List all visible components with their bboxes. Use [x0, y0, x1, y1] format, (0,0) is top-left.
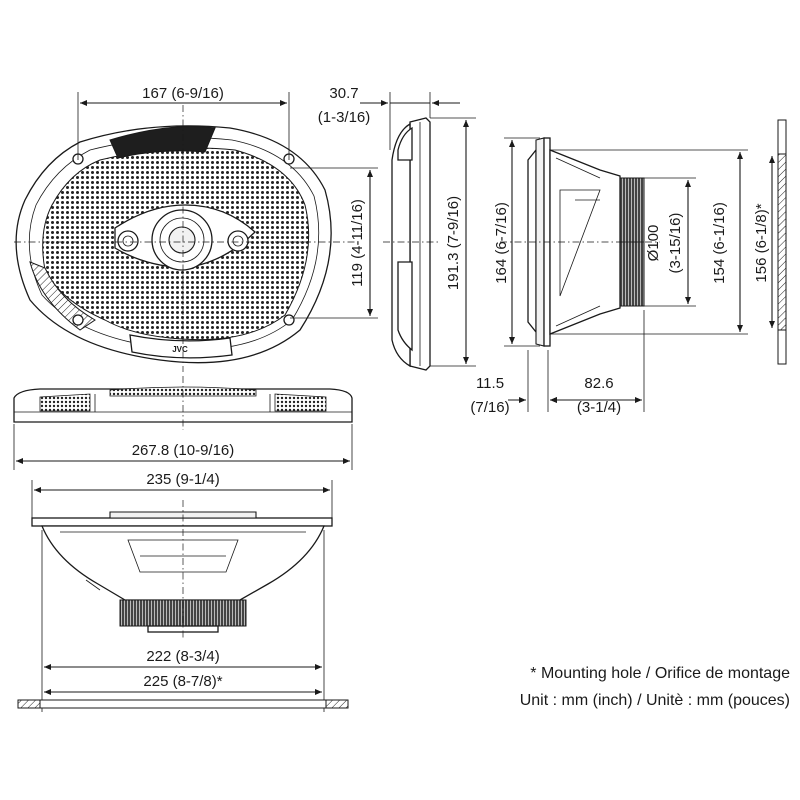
dimension-11-5: 11.5 (7/16): [470, 375, 568, 416]
dimension-label-82-6-inch: (3-1/4): [577, 399, 621, 416]
dimension-label-222: 222 (8-3/4): [146, 648, 219, 665]
dimension-label-11-5: 11.5: [476, 375, 504, 392]
mounting-board: [17, 699, 349, 709]
dimension-label-30-7-inch: (1-3/16): [318, 109, 371, 126]
front-view: JVC: [14, 92, 378, 372]
dimension-label-154: 154 (6-1/16): [711, 202, 728, 284]
dimension-label-225: 225 (8-7/8)*: [143, 673, 222, 690]
dimension-119: 119 (4-11/16): [349, 170, 373, 316]
dimension-30-7: 30.7 (1-3/16): [318, 85, 460, 126]
dimension-label-167: 167 (6-9/16): [142, 85, 224, 102]
dimension-label-100: Ø100: [645, 225, 662, 262]
mounting-wall: [777, 119, 787, 365]
dimension-154: 154 (6-1/16): [711, 152, 743, 332]
dimension-label-11-5-inch: (7/16): [470, 399, 509, 416]
dimension-label-191-3: 191.3 (7-9/16): [445, 196, 462, 290]
dimension-label-30-7: 30.7: [329, 85, 358, 102]
note-mounting-hole: * Mounting hole / Orifice de montage: [530, 665, 790, 682]
dimension-167: 167 (6-9/16): [80, 85, 287, 106]
dimension-156: 156 (6-1/8)*: [753, 156, 775, 328]
dimension-label-82-6: 82.6: [584, 375, 613, 392]
profile-view: [500, 137, 748, 412]
top-view: [13, 376, 353, 470]
brand-logo: JVC: [172, 345, 188, 354]
dimension-100: Ø100 (3-15/16): [645, 180, 691, 304]
dimension-235: 235 (9-1/4): [34, 471, 330, 493]
dimension-222: 222 (8-3/4): [44, 648, 322, 670]
dimension-label-100-inch: (3-15/16): [667, 213, 684, 274]
side-view: [383, 92, 476, 371]
dimension-label-164: 164 (6-7/16): [493, 202, 510, 284]
dimension-225: 225 (8-7/8)*: [44, 673, 322, 695]
dimension-label-267-8: 267.8 (10-9/16): [132, 442, 235, 459]
bottom-view: [31, 480, 333, 712]
dimension-267-8: 267.8 (10-9/16): [16, 442, 350, 464]
dimension-164: 164 (6-7/16): [493, 140, 515, 344]
dimension-82-6: 82.6 (3-1/4): [550, 375, 642, 416]
dimension-label-156: 156 (6-1/8)*: [753, 203, 770, 282]
dimension-label-119: 119 (4-11/16): [349, 199, 366, 287]
note-unit: Unit : mm (inch) / Unitè : mm (pouces): [520, 692, 790, 709]
dimension-label-235: 235 (9-1/4): [146, 471, 219, 488]
dimension-191-3: 191.3 (7-9/16): [445, 120, 469, 364]
